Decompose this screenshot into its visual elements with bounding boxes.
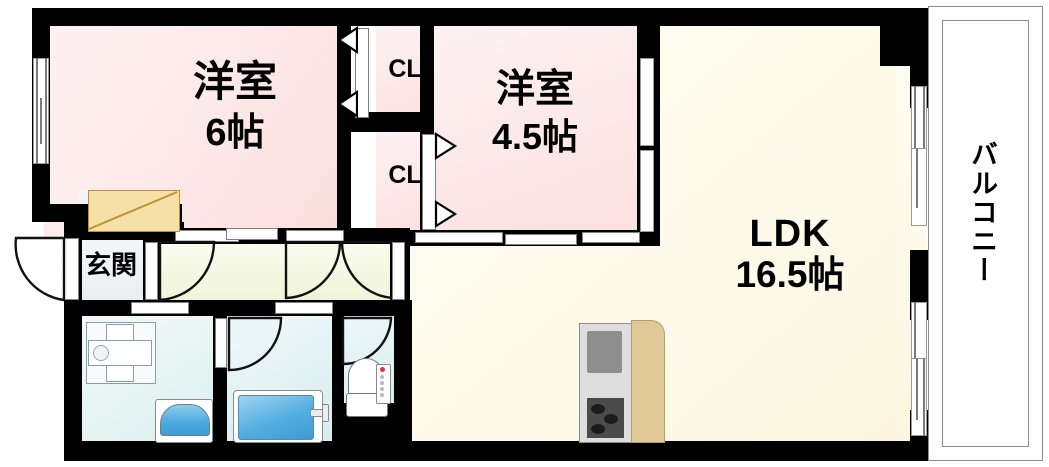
balcony-label: バルコニー xyxy=(967,140,997,285)
kitchen-sink xyxy=(587,331,622,373)
window-ldk-upper-m1 xyxy=(914,86,916,164)
window-ldk-upper-m2 xyxy=(923,86,925,164)
hall-door-swing-icon-3 xyxy=(340,240,398,300)
wall-ldk-right-upper xyxy=(910,8,928,108)
label-closet-top: CL xyxy=(388,55,422,83)
toilet-door-swing-icon xyxy=(341,316,393,366)
wall-top xyxy=(32,8,928,26)
shoe-cabinet-diagonal-icon xyxy=(88,191,178,230)
stove-burner-2 xyxy=(604,414,618,424)
wall-closet-mid xyxy=(351,112,434,132)
bathtub-basin xyxy=(238,395,314,440)
washing-machine-drain-icon xyxy=(93,345,109,361)
window-bedroom-45jo-2[interactable] xyxy=(640,150,654,232)
wall-left-lower xyxy=(64,300,82,461)
balcony xyxy=(942,20,1029,447)
window-ldk-lower-2[interactable] xyxy=(911,358,927,436)
bathtub-faucet-stem xyxy=(322,404,329,422)
label-bedroom-6jo-size: 6帖 xyxy=(205,112,265,154)
wall-toilet-right xyxy=(394,316,412,441)
washing-machine-cross-fill-h xyxy=(107,342,133,364)
wall-bottom xyxy=(64,441,928,461)
genkan-floor xyxy=(78,237,143,300)
entrance-door-swing-icon xyxy=(14,236,66,302)
sliding-door-45jo-a[interactable] xyxy=(415,232,503,243)
window-ldk-lower-m1 xyxy=(914,302,916,374)
toilet-button-2 xyxy=(380,381,384,385)
label-genkan: 玄関 xyxy=(84,250,137,280)
label-bedroom-6jo: 洋室 xyxy=(192,58,277,105)
corridor xyxy=(158,240,402,300)
wall-closet-left xyxy=(337,26,351,242)
hall-door-panel-3[interactable] xyxy=(392,242,405,300)
window-bedroom-6jo-rail xyxy=(40,98,42,144)
toilet-button-3 xyxy=(380,387,384,391)
closet-top-arrow-icon xyxy=(337,26,358,118)
label-bedroom-45jo-size: 4.5帖 xyxy=(491,116,579,157)
window-bedroom-6jo-mullion xyxy=(36,58,38,164)
toilet-button-1 xyxy=(380,375,384,379)
label-closet-bottom: CL xyxy=(388,161,422,189)
bathroom-door-swing-icon xyxy=(227,316,283,372)
bathroom-door-panel[interactable] xyxy=(215,318,227,368)
stove-burner-3 xyxy=(591,424,605,434)
hall-door-swing-icon-2 xyxy=(284,240,342,300)
sliding-door-45jo-b[interactable] xyxy=(505,234,577,245)
vanity-basin xyxy=(160,404,210,436)
sliding-door-45jo-c[interactable] xyxy=(582,232,640,243)
room-bedroom-45jo xyxy=(434,26,637,232)
label-ldk-size: 16.5帖 xyxy=(735,254,845,295)
window-ldk-lower-2-m2 xyxy=(923,358,925,436)
washroom-door-panel[interactable] xyxy=(131,302,189,314)
window-bedroom-45jo[interactable] xyxy=(640,58,654,146)
kitchen-counter xyxy=(631,320,665,443)
toilet-indicator-icon xyxy=(380,367,385,372)
hall-door-swing-icon-1 xyxy=(158,240,216,302)
toilet-button-4 xyxy=(380,393,384,397)
label-ldk: LDK xyxy=(749,213,831,255)
closet-bottom-arrow-icon xyxy=(434,132,458,228)
toilet-door-panel[interactable] xyxy=(275,302,333,314)
window-ldk-upper-2[interactable] xyxy=(911,148,927,226)
closet-bottom-sliding-panel[interactable] xyxy=(422,134,436,230)
window-bedroom-6jo-mullion-2 xyxy=(45,58,47,164)
window-ldk-lower-2-m1 xyxy=(916,358,918,420)
label-bedroom-45jo: 洋室 xyxy=(495,68,574,111)
closet-top-sliding-panel[interactable] xyxy=(355,28,369,118)
wall-45jo-left xyxy=(420,26,434,36)
stove-burner-1 xyxy=(591,404,605,414)
window-ldk-upper-2-m1 xyxy=(916,148,918,208)
wall-corridor-bottom xyxy=(64,300,412,316)
corridor-opening-panel[interactable] xyxy=(226,228,278,240)
hall-door-panel-1[interactable] xyxy=(145,242,158,300)
